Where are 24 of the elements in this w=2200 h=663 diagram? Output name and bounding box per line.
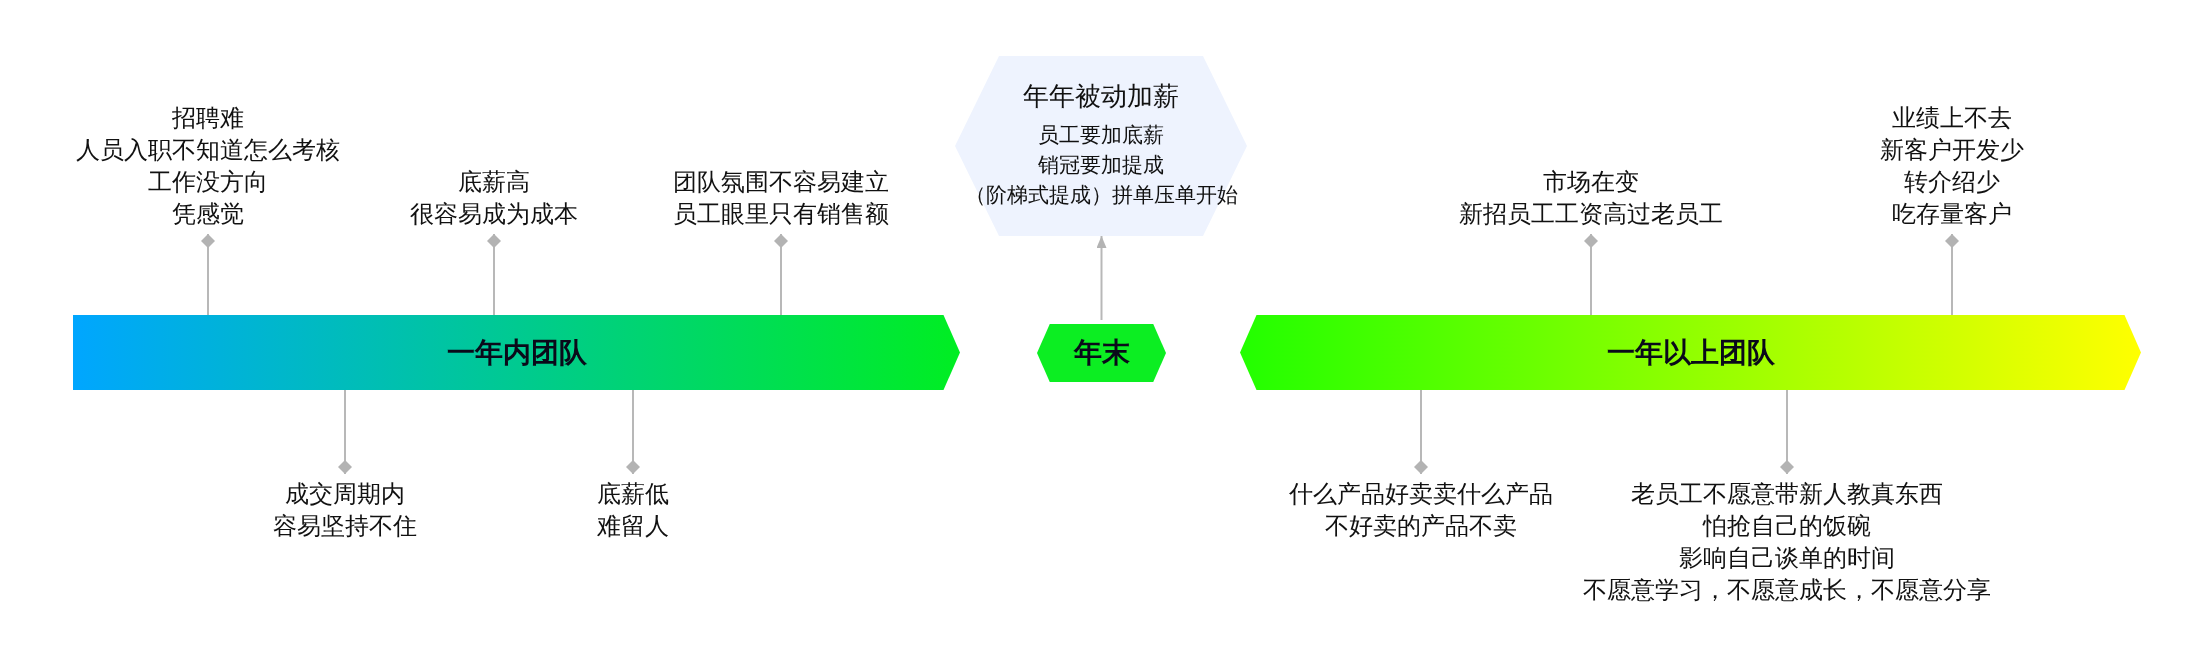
note-text: 成交周期内 容易坚持不住 [273, 478, 417, 542]
banner-label: 一年内团队 [446, 334, 587, 371]
note-text: 老员工不愿意带新人教真东西 怕抢自己的饭碗 影响自己谈单的时间 不愿意学习，不愿意成长，不愿意分享 [1583, 478, 1991, 606]
arrow [1096, 235, 1107, 321]
leader-line [338, 389, 352, 475]
note-text: 市场在变 新招员工工资高过老员工 [1459, 166, 1723, 230]
note-text: 业绩上不去 新客户开发少 转介绍少 吃存量客户 [1880, 102, 2024, 230]
note-text: 招聘难 人员入职不知道怎么考核 工作没方向 凭感觉 [76, 102, 340, 230]
leader-line [1780, 389, 1794, 475]
leader-line [1414, 389, 1428, 475]
leader-line [1945, 233, 1959, 316]
leader-line [487, 233, 501, 316]
body-text: 员工要加底薪 销冠要加提成 （阶梯式提成）拼单压单开始 [964, 122, 1238, 209]
banner-label: 年末 [1073, 335, 1130, 371]
note-text: 团队氛围不容易建立 员工眼里只有销售额 [673, 166, 889, 230]
note-text: 底薪高 很容易成为成本 [410, 166, 578, 230]
banner-label: 一年以上团队 [1606, 334, 1775, 371]
leader-line [774, 233, 788, 316]
leader-line [626, 389, 640, 475]
note-text: 什么产品好卖卖什么产品 不好卖的产品不卖 [1289, 478, 1553, 542]
note-text: 底薪低 难留人 [597, 478, 669, 542]
leader-line [1584, 233, 1598, 316]
leader-line [201, 233, 215, 316]
heading-text: 年年被动加薪 [1023, 80, 1179, 113]
